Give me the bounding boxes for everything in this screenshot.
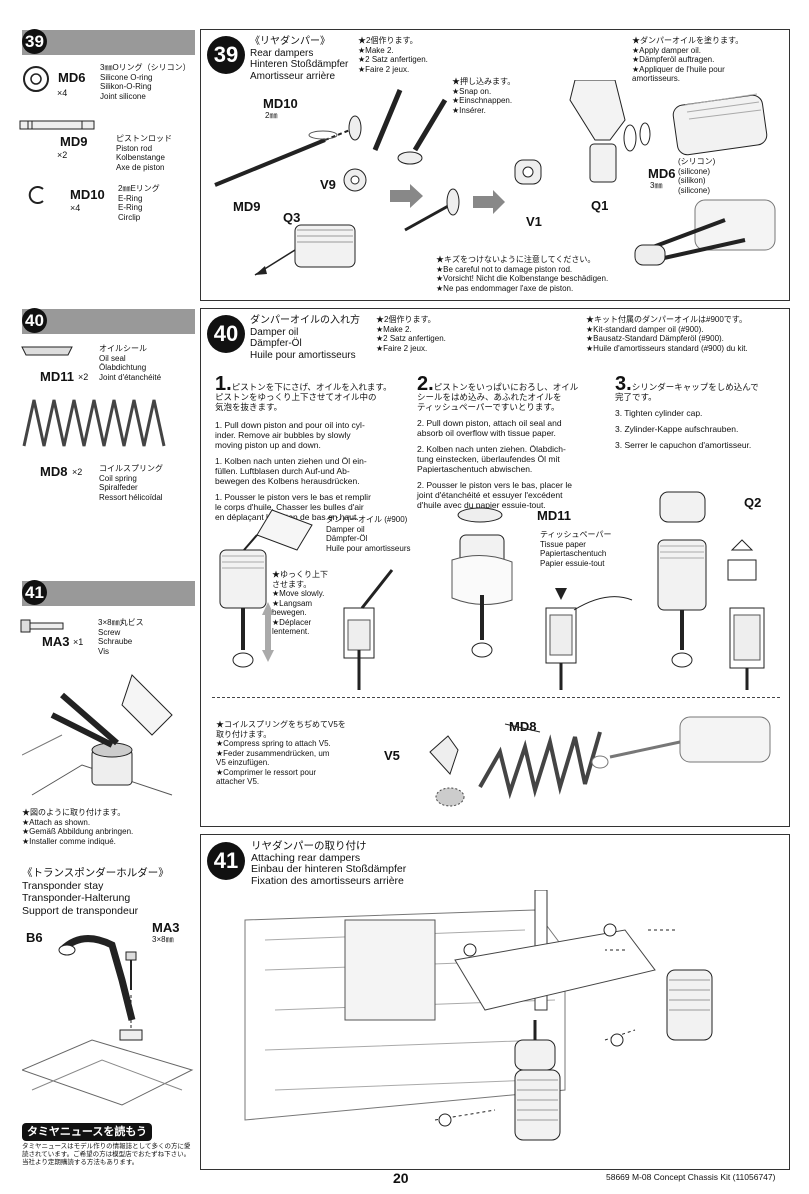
md11-desc: オイルシール Oil seal Ölabdichtung Joint d'éta… bbox=[99, 344, 162, 382]
spring-attach-illustration bbox=[429, 716, 771, 807]
step-number-40: 40 bbox=[22, 308, 47, 333]
md6-qty: ×4 bbox=[57, 88, 68, 98]
step-40-divider bbox=[212, 697, 780, 698]
s39-v1-label: V1 bbox=[526, 214, 542, 229]
md8-code: MD8 bbox=[40, 464, 68, 479]
move-slowly-note: ★ゆっくり上下 させます。 ★Move slowly. ★Langsam bew… bbox=[272, 570, 328, 636]
step-39-oil-note: ★ダンパーオイルを塗ります。 ★Apply damper oil. ★Dämpf… bbox=[632, 36, 744, 83]
md8-qty: ×2 bbox=[72, 467, 83, 477]
model-footer: 58669 M-08 Concept Chassis Kit (11056747… bbox=[606, 1172, 776, 1182]
step-40-title: ダンパーオイルの入れ方 Damper oil Dämpfer-Öl Huile … bbox=[250, 315, 360, 361]
step-40-kit-note: ★キット付属のダンパーオイルは#900です。 ★Kit-standard dam… bbox=[586, 315, 748, 353]
step-1-jp: ピストンを下にさげ、オイルを入れます。 ピストンをゆっくり上下させてオイル中の … bbox=[215, 382, 392, 412]
md6-code: MD6 bbox=[58, 70, 86, 85]
s39-care-note: ★キズをつけないように注意してください。 ★Be careful not to … bbox=[436, 255, 609, 293]
step-1-fr: 1. Pousser le piston vers le bas et remp… bbox=[215, 492, 371, 522]
s39-q3-label: Q3 bbox=[283, 210, 301, 225]
step-40-oil-filling-illustration bbox=[219, 491, 765, 690]
ma3-code: MA3 bbox=[42, 634, 70, 649]
md10-qty: ×4 bbox=[70, 203, 81, 213]
md9-qty: ×2 bbox=[57, 150, 68, 160]
e-ring-icon bbox=[28, 186, 44, 204]
s39-md6-label: MD6 bbox=[648, 166, 676, 181]
step-40-parts-header: 40 bbox=[22, 308, 195, 334]
step-41-frame bbox=[200, 834, 790, 1170]
step-41-title: リヤダンパーの取り付け Attaching rear dampers Einba… bbox=[251, 840, 407, 887]
o-ring-icon bbox=[23, 66, 49, 92]
s39-v9-label: V9 bbox=[320, 177, 336, 192]
step-39-title: 《リヤダンパー》 Rear dampers Hinteren Stoßdämpf… bbox=[250, 36, 349, 82]
md9-desc: ピストンロッド Piston rod Kolbenstange Axe de p… bbox=[116, 134, 172, 172]
s40-v5-label: V5 bbox=[384, 748, 400, 763]
step-2-en: 2. Pull down piston, attach oil seal and… bbox=[417, 418, 562, 438]
step-1-en: 1. Pull down piston and pour oil into cy… bbox=[215, 420, 365, 450]
step-2-number: 2. bbox=[417, 373, 434, 395]
step-39-assembly-illustration bbox=[214, 80, 776, 276]
transponder-stay-title: 《トランスポンダーホルダー》 Transponder stay Transpon… bbox=[22, 867, 169, 917]
step-40-3-block: 3.シリンダーキャップをしめ込んで 完了です。 3. Tighten cylin… bbox=[615, 369, 785, 450]
transponder-attach-illustration bbox=[22, 674, 173, 796]
step-2-fr: 2. Pousser le piston vers le bas, placer… bbox=[417, 480, 572, 510]
oil-seal-icon bbox=[21, 346, 73, 356]
md10-code: MD10 bbox=[70, 187, 105, 202]
md11-qty: ×2 bbox=[78, 372, 89, 382]
step-39-badge: 39 bbox=[207, 36, 245, 74]
md8-desc: コイルスプリング Coil spring Spiralfeder Ressort… bbox=[99, 464, 163, 502]
step-3-number: 3. bbox=[615, 373, 632, 395]
b6-label: B6 bbox=[26, 930, 43, 945]
step-3-en: 3. Tighten cylinder cap. bbox=[615, 408, 703, 418]
coil-spring-icon bbox=[22, 399, 166, 447]
s40-md11-label: MD11 bbox=[537, 508, 571, 523]
step-1-number: 1. bbox=[215, 373, 232, 395]
step-3-jp: シリンダーキャップをしめ込んで 完了です。 bbox=[615, 382, 759, 402]
step-1-de: 1. Kolben nach unten ziehen und Öl ein- … bbox=[215, 456, 367, 486]
page-number: 20 bbox=[393, 1170, 409, 1186]
tissue-label: ティッシュペーパー Tissue paper Papiertaschentuch… bbox=[540, 530, 612, 568]
damper-oil-label: ダンパーオイル (#900) Damper oil Dämpfer-Öl Hui… bbox=[326, 515, 411, 553]
md9-code: MD9 bbox=[60, 134, 88, 149]
s40-md8-label: MD8 bbox=[509, 719, 537, 734]
screw-icon bbox=[20, 619, 64, 633]
transponder-stay-illustration bbox=[22, 935, 194, 1106]
s39-md10-label: MD10 bbox=[263, 96, 298, 111]
s39-md10-size: 2㎜ bbox=[265, 111, 278, 120]
s39-q1-label: Q1 bbox=[591, 198, 609, 213]
step-39-parts-header: 39 bbox=[22, 29, 195, 55]
s40-q2-label: Q2 bbox=[744, 495, 762, 510]
step-number-39: 39 bbox=[22, 29, 47, 54]
chassis-damper-installation-illustration bbox=[244, 890, 713, 1141]
tamiya-news-banner: タミヤニュースを読もう bbox=[22, 1123, 152, 1141]
md6-desc: 3㎜Oリング（シリコン） Silicone O-ring Silikon-O-R… bbox=[100, 63, 191, 101]
step-40-frame bbox=[200, 308, 790, 827]
step-number-41: 41 bbox=[22, 580, 47, 605]
tamiya-news-text: タミヤニュースはモデル作りの情報誌として多くの方に愛読されています。ご希望の方は… bbox=[22, 1143, 191, 1166]
stay-ma3-label: MA3 bbox=[152, 920, 180, 935]
s39-md9-label: MD9 bbox=[233, 199, 261, 214]
ma3-qty: ×1 bbox=[73, 637, 84, 647]
stay-ma3-size: 3×8㎜ bbox=[152, 935, 174, 944]
step-40-1-block: 1.ピストンを下にさげ、オイルを入れます。 ピストンをゆっくり上下させてオイル中… bbox=[215, 369, 410, 522]
step-2-de: 2. Kolben nach unten ziehen. Ölabdich- t… bbox=[417, 444, 566, 474]
step-41-badge: 41 bbox=[207, 842, 245, 880]
attach-note: ★図のように取り付けます。 ★Attach as shown. ★Gemäß A… bbox=[22, 808, 134, 846]
piston-rod-icon bbox=[19, 120, 95, 130]
step-39-frame bbox=[200, 29, 790, 301]
step-40-2-block: 2.ピストンをいっぱいにおろし、オイル シールをはめ込み、あふれたオイルを ティ… bbox=[417, 369, 597, 510]
step-3-de: 3. Zylinder-Kappe aufschrauben. bbox=[615, 424, 739, 434]
step-40-make-note: ★2個作ります。 ★Make 2. ★2 Satz anfertigen. ★F… bbox=[376, 315, 446, 353]
step-41-parts-header: 41 bbox=[22, 580, 195, 606]
md10-desc: 2㎜Eリング E-Ring E-Ring Circlip bbox=[118, 184, 160, 222]
step-39-make-note: ★2個作ります。 ★Make 2. ★2 Satz anfertigen. ★F… bbox=[358, 36, 428, 74]
s39-md6-size: 3㎜ bbox=[650, 181, 663, 190]
ma3-desc: 3×8㎜丸ビス Screw Schraube Vis bbox=[98, 618, 144, 656]
step-3-fr: 3. Serrer le capuchon d'amortisseur. bbox=[615, 440, 752, 450]
step-2-jp: ピストンをいっぱいにおろし、オイル シールをはめ込み、あふれたオイルを ティッシ… bbox=[417, 382, 579, 412]
step-39-snap-note: ★押し込みます。 ★Snap on. ★Einschnappen. ★Insér… bbox=[452, 77, 516, 115]
spring-note: ★コイルスプリングをちぢめてV5を 取り付けます。 ★Compress spri… bbox=[216, 720, 346, 786]
step-40-badge: 40 bbox=[207, 315, 245, 353]
md11-code: MD11 bbox=[40, 369, 74, 384]
s39-silicone-note: (シリコン) (silicone) (silikon) (silicone) bbox=[678, 157, 716, 195]
